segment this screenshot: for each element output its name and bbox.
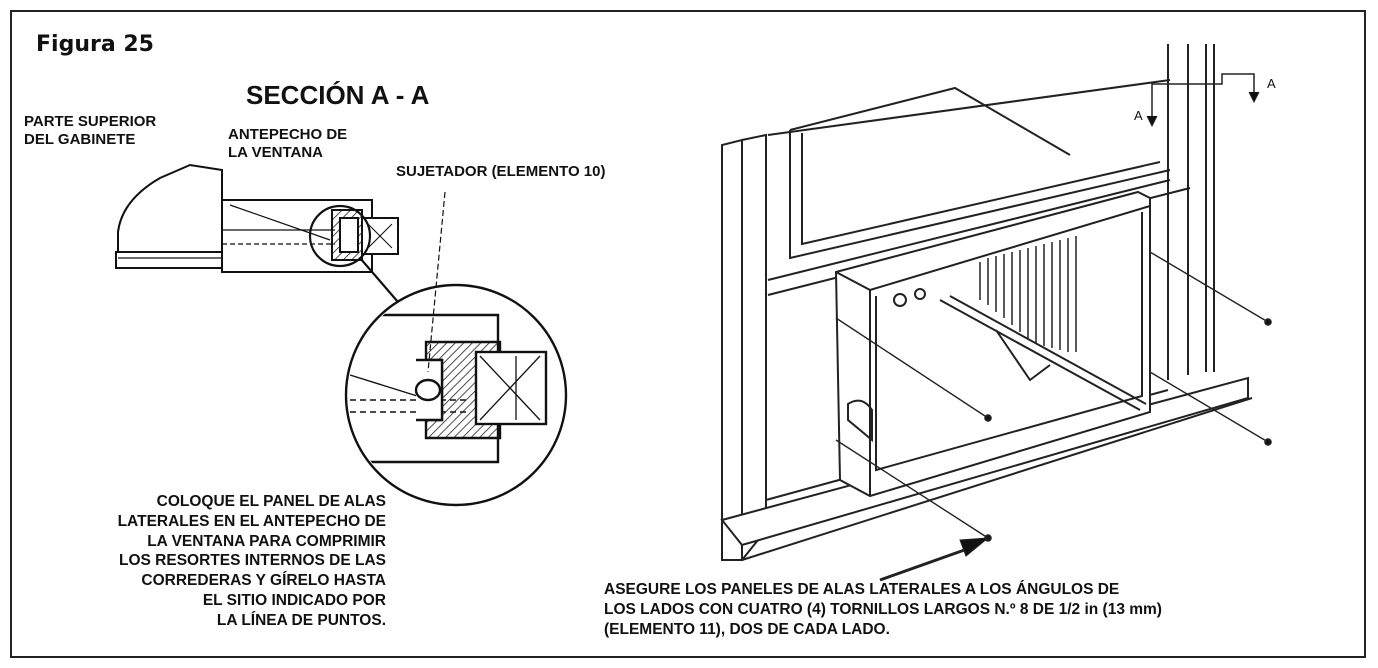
section-marker-a-left: A (1134, 108, 1143, 123)
section-marker-a-right: A (1267, 76, 1276, 91)
label-window-sill: ANTEPECHO DE LA VENTANA (228, 126, 348, 161)
window-unit-illustration (720, 44, 1272, 582)
label-cabinet-top: PARTE SUPERIOR DEL GABINETE (24, 113, 157, 148)
figure-title: Figura 25 (36, 32, 154, 57)
instruction-side-panel-placement: COLOQUE EL PANEL DE ALAS LATERALES EN EL… (117, 493, 386, 629)
instruction-secure-panels: ASEGURE LOS PANELES DE ALAS LATERALES A … (604, 581, 1162, 639)
label-fastener: SUJETADOR (ELEMENTO 10) (396, 163, 606, 180)
detail-magnified-circle (344, 191, 568, 507)
section-small-view (115, 163, 399, 303)
section-title: SECCIÓN A - A (246, 80, 430, 110)
